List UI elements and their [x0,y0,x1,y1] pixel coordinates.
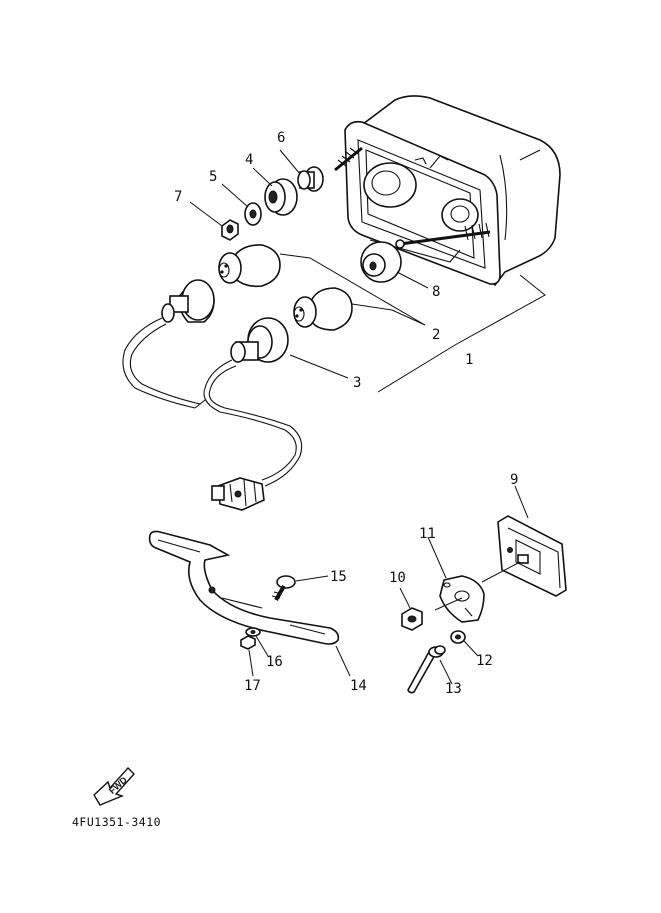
bracket-part-11 [439,575,485,623]
callout-10: 10 [389,570,406,586]
bulb-lower [293,287,353,331]
rivet-part-13 [407,645,446,694]
washer-part-12 [450,630,466,644]
bracket-part-14 [148,530,340,645]
callout-12: 12 [476,653,493,669]
washer-part-5 [244,202,262,226]
nut-part-7 [221,219,239,241]
washer-part-16 [245,627,261,637]
callout-1: 1 [465,352,473,368]
screw-part-15 [271,575,296,601]
forward-arrow-icon: FWD [93,766,135,806]
callout-8: 8 [432,284,440,300]
callout-5: 5 [209,169,217,185]
grommet-part-4 [264,178,298,216]
callout-6: 6 [277,130,285,146]
callout-17: 17 [244,678,261,694]
socket-lower [230,317,289,363]
nut-part-10 [401,607,423,631]
grommet-part-8 [360,241,402,283]
callout-15: 15 [330,569,347,585]
callout-9: 9 [510,472,518,488]
license-light-part-9 [497,515,567,597]
nut-part-17 [240,635,256,650]
tail-light-housing [334,95,561,287]
callout-7: 7 [174,189,182,205]
leader-lines [189,149,546,685]
callout-14: 14 [350,678,367,694]
collar-part-6 [297,166,324,192]
drawing-code: 4FU1351-3410 [72,815,161,829]
callout-13: 13 [445,681,462,697]
wiring-harness [122,317,303,487]
connector-plug [211,477,265,511]
callout-11: 11 [419,526,436,542]
callout-16: 16 [266,654,283,670]
socket-upper [161,279,215,323]
callout-labels: 2 1 3 4 5 6 7 8 9 10 11 12 13 14 15 16 1… [174,130,518,697]
bulb-upper [218,244,281,288]
callout-3: 3 [353,375,361,391]
callout-2: 2 [432,327,440,343]
callout-4: 4 [245,152,253,168]
